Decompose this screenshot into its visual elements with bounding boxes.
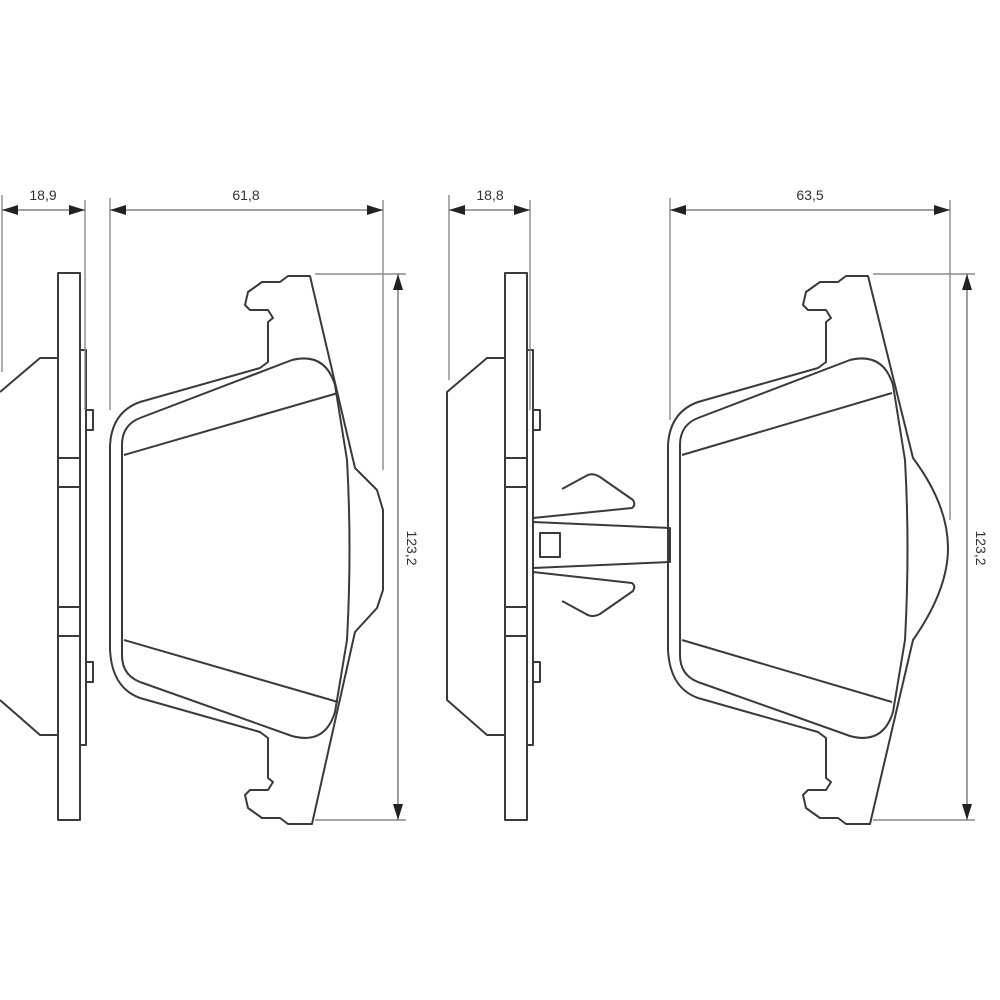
- left-width-label: 61,8: [232, 187, 259, 203]
- left-height-label: 123,2: [404, 530, 420, 565]
- right-width-dimension: 63,5: [669, 187, 951, 520]
- left-thickness-label: 18,9: [29, 187, 56, 203]
- left-pad-side-view: [0, 272, 94, 821]
- left-pad-front-view: [109, 275, 384, 825]
- right-height-label: 123,2: [973, 530, 989, 565]
- left-height-dimension: 123,2: [315, 273, 420, 821]
- left-width-dimension: 61,8: [109, 187, 384, 470]
- left-thickness-dimension: 18,9: [1, 187, 86, 410]
- right-width-label: 63,5: [796, 187, 823, 203]
- right-pad-front-view: [667, 275, 949, 825]
- right-height-dimension: 123,2: [873, 273, 989, 821]
- right-thickness-label: 18,8: [476, 187, 503, 203]
- right-pad-side-view: [446, 272, 541, 821]
- wear-sensor-clip: [532, 473, 671, 617]
- right-thickness-dimension: 18,8: [448, 187, 531, 410]
